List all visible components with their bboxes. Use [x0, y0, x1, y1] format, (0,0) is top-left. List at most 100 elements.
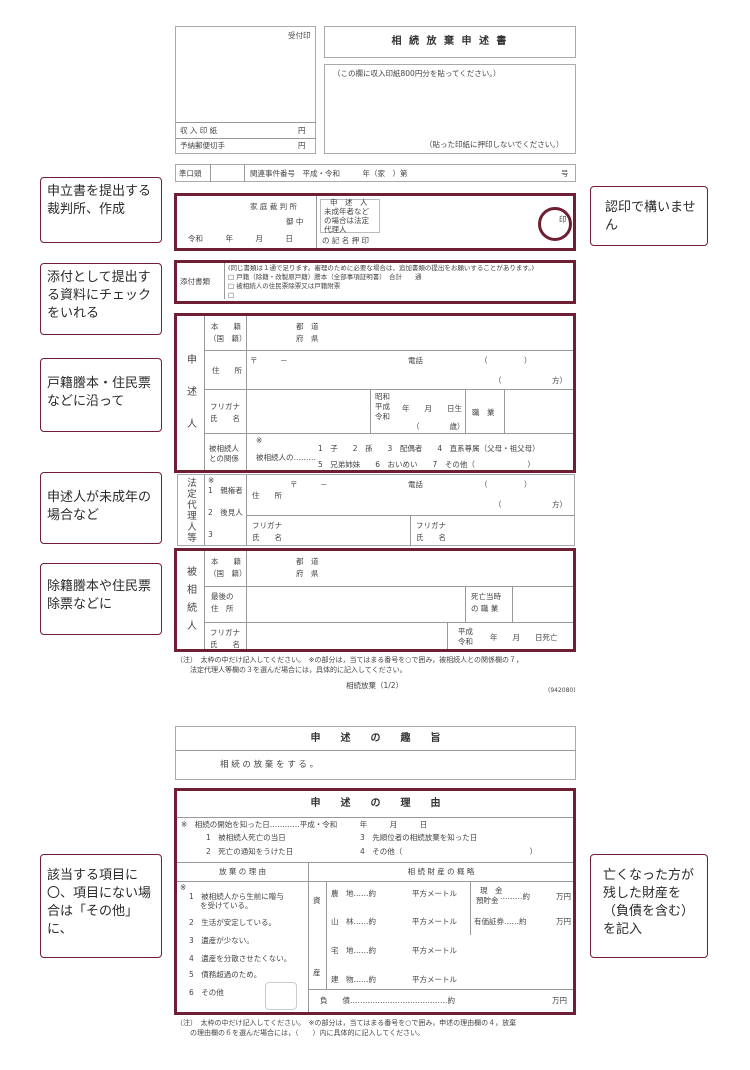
pre-consult-label: 準口頭 [179, 169, 202, 178]
attachment-other-checkbox[interactable]: □ [228, 291, 235, 299]
death-date: 年 月 日死亡 [490, 633, 558, 642]
known-option-2[interactable]: 2 死亡の通知をうけた日 [206, 847, 294, 856]
revenue-stamp-yen: 円 [298, 126, 306, 135]
known-option-4[interactable]: 4 その他（ ） [360, 847, 538, 856]
estate-summary-title: 相 続 財 産 の 概 略 [407, 867, 475, 876]
name-label: 氏 名 [210, 414, 240, 423]
renounce-reason-5[interactable]: 5 債務超過のため。 [189, 970, 262, 979]
estate-securities: 有価証券……約 [474, 917, 527, 926]
court-name-label: 家 庭 裁 判 所 [250, 202, 298, 211]
attachments-section [174, 260, 576, 304]
furigana-label: フリガナ [210, 402, 240, 411]
revenue-stamp-note: （この欄に収入印紙800円分を貼ってください。） [333, 69, 501, 78]
deceased-prefecture-1: 都 道 [296, 557, 319, 566]
court-applicant-section [174, 193, 576, 251]
page1-note-1: （注） 太枠の中だけ記入してください。 ※の部分は，当てはまる番号を○で囲み，被… [176, 656, 524, 664]
related-case-row [175, 164, 576, 182]
callout-applicant: 戸籍謄本・住民票などに沿って [40, 358, 162, 432]
applicant-sign-label-1: 申 述 人 [330, 198, 368, 207]
receipt-stamp-box [175, 26, 316, 154]
address-label: 住 所 [212, 366, 242, 375]
death-job-label-2: の 職 業 [471, 604, 499, 613]
estate-forest: 山 林……約 [331, 917, 376, 926]
death-era-heisei: 平成 [458, 627, 473, 636]
renounce-reason-2[interactable]: 2 生活が安定している。 [189, 918, 277, 927]
postal-stamp-label: 予納郵便切手 [180, 141, 225, 150]
reason-title: 申 述 の 理 由 [310, 798, 441, 809]
age-field: （ 歳） [412, 422, 465, 431]
legal-rep-vertical-label: 法定代理人等 [187, 478, 197, 544]
postal-code-mark: 〒 － [250, 356, 288, 365]
occupation-label: 職 業 [472, 408, 495, 417]
birth-era-heisei: 平成 [375, 402, 390, 411]
deceased-vertical-label: 被相続人 [187, 567, 197, 632]
birth-date: 年 月 日生 [402, 404, 462, 413]
known-option-3[interactable]: 3 先順位者の相続放棄を知った日 [360, 833, 478, 842]
assets-label-san: 産 [313, 968, 321, 977]
page-title: 相 続 放 棄 申 述 書 [391, 36, 509, 47]
filing-date: 令和 年 月 日 [188, 234, 293, 243]
legal-rep-furigana-2: フリガナ [416, 521, 446, 530]
last-address-label-1: 最後の [211, 592, 234, 601]
renounce-reason-3[interactable]: 3 遺産が少ない。 [189, 936, 254, 945]
estate-cash-label: 現 金 [480, 886, 503, 895]
attachments-note: (同じ書類は１通で足ります。審理のために必要な場合は，追加書類の提出をお願いする… [228, 264, 535, 272]
callout-court-filing: 申立書を提出する裁判所、作成 [40, 177, 162, 243]
applicant-sign-label-2: 未成年者など [324, 207, 369, 216]
assets-label-shi: 資 [313, 896, 321, 905]
related-case-number: 関連事件番号 平成・令和 年（家 ）第 [250, 169, 408, 178]
legal-rep-name-2: 氏 名 [416, 533, 446, 542]
attachment-juminhyo-checkbox[interactable]: □ 被相続人の住民票除票又は戸籍附票 [228, 282, 341, 290]
applicant-section [174, 313, 576, 473]
callout-estate: 亡くなった方が残した財産を（負債を含む）を記入 [590, 854, 708, 958]
title-box [324, 26, 576, 58]
relation-options-row-1[interactable]: 1 子 2 孫 3 配偶者 4 直系尊属（父母・祖父母） [318, 444, 540, 453]
death-job-label-1: 死亡当時 [471, 592, 501, 601]
applicant-sign-label-4: 代理人 [324, 225, 347, 234]
related-case-gou: 号 [561, 169, 569, 178]
kokuseki-label: （国 籍） [209, 334, 247, 343]
page1-note-2: 法定代理人等欄の３を選んだ場合には，具体的に記入してください。 [190, 666, 407, 674]
renounce-reason-1a[interactable]: 1 被相続人から生前に贈与 [189, 892, 284, 901]
applicant-sign-label-3: の場合は法定 [324, 216, 369, 225]
renounce-reason-title: 放 棄 の 理 由 [218, 867, 267, 876]
legal-care-of-open: （ [494, 500, 502, 509]
relation-label-1: 被相続人 [209, 444, 239, 453]
seal-highlight-circle [538, 207, 572, 241]
phone-paren-open: （ [480, 356, 488, 365]
legal-rep-option-3[interactable]: 3 [208, 530, 213, 539]
estate-residential: 宅 地……約 [331, 946, 376, 955]
applicant-vertical-label: 申述人 [187, 355, 197, 430]
legal-rep-address-label: 住 所 [252, 491, 282, 500]
renounce-reason-mark: ※ [180, 883, 187, 892]
legal-rep-furigana-1: フリガナ [252, 521, 282, 530]
callout-attachments: 添付として提出する資料にチェックをいれる [40, 263, 162, 335]
renounce-reason-6[interactable]: 6 その他 [189, 988, 224, 997]
honseki-label: 本 籍 [211, 322, 241, 331]
start-known-date: ※ 相続の開始を知った日…………平成・令和 年 月 日 [181, 820, 428, 829]
legal-rep-option-2[interactable]: 2 後見人 [208, 508, 243, 517]
estate-deposit-label: 預貯金 [476, 896, 499, 905]
relation-options-row-2[interactable]: 5 兄弟姉妹 6 おいめい 7 その他（ ） [318, 460, 535, 469]
estate-residential-unit: 平方メートル [412, 946, 457, 955]
legal-rep-mark: ※ [208, 476, 215, 485]
deceased-name-label: 氏 名 [210, 640, 240, 649]
intent-body: 相 続 の 放 棄 を す る 。 [220, 760, 319, 770]
legal-rep-option-1[interactable]: 1 親権者 [208, 486, 243, 495]
callout-legal-rep: 申述人が未成年の場合など [40, 472, 162, 544]
phone-paren-close: ） [524, 356, 532, 365]
intent-title: 申 述 の 趣 旨 [310, 733, 441, 744]
deceased-section [174, 548, 576, 652]
death-era-reiwa: 令和 [458, 637, 473, 646]
callout-seal: 認印で構いません [590, 186, 708, 246]
revenue-stamp-label: 収 入 印 紙 [180, 126, 218, 135]
attachment-koseki-checkbox[interactable]: □ 戸籍（除籍・改製原戸籍）謄本（全部事項証明書） 合計 通 [228, 273, 422, 281]
known-option-1[interactable]: 1 被相続人死亡の当日 [206, 833, 286, 842]
estate-building-unit: 平方メートル [412, 975, 457, 984]
address-care-of: 方） [552, 376, 567, 385]
estate-debt-unit: 万円 [552, 996, 567, 1005]
legal-rep-phone-label: 電話 [408, 480, 423, 489]
applicant-sign-label-5: の 記 名 押 印 [322, 236, 370, 245]
legal-rep-name-1: 氏 名 [252, 533, 282, 542]
renounce-reason-4[interactable]: 4 遺産を分散させたくない。 [189, 954, 292, 963]
